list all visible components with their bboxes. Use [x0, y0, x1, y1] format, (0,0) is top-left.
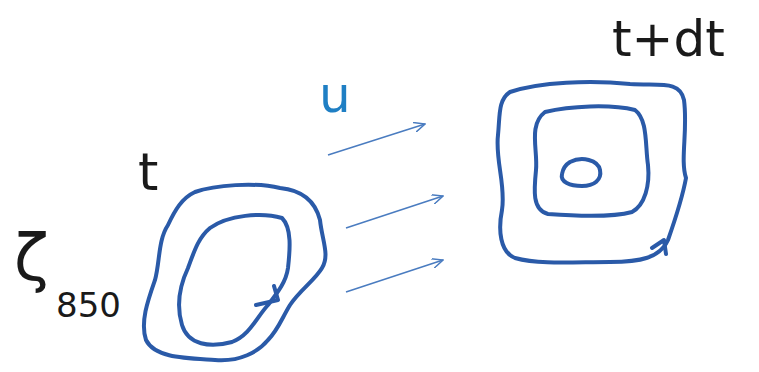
vorticity-symbol: ζ — [14, 226, 49, 290]
time-label: t — [138, 146, 158, 198]
rotation-arrowhead — [256, 286, 278, 305]
wind-symbol: u — [319, 70, 351, 120]
vorticity-contour — [497, 82, 686, 263]
vorticity-contour — [535, 106, 649, 216]
time-label: t+dt — [612, 14, 725, 64]
pressure-level-subscript: 850 — [56, 288, 121, 322]
vorticity-contour — [144, 185, 326, 360]
wind-arrow — [346, 260, 443, 292]
wind-arrow — [328, 124, 425, 155]
vorticity-contour — [179, 215, 290, 345]
vorticity-contour — [562, 159, 601, 186]
wind-arrow — [346, 196, 443, 228]
rotation-arrowhead — [652, 240, 666, 254]
